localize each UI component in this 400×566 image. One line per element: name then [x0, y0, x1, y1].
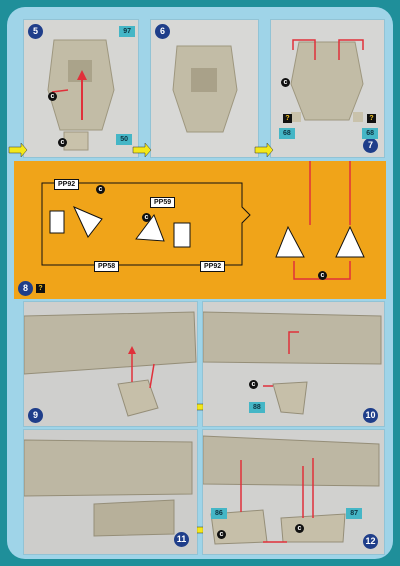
- part-illustration: [24, 439, 193, 537]
- part-illustration: [203, 311, 382, 415]
- photo-step-5: 5 97 50 c c: [24, 20, 138, 157]
- glue-icon: c: [249, 380, 258, 389]
- question-mark-icon: ?: [36, 284, 45, 293]
- glue-icon: c: [295, 524, 304, 533]
- photo-step-11: 11: [24, 430, 197, 554]
- callout-label: PP59: [150, 197, 176, 208]
- part-number-badge: 50: [116, 134, 132, 145]
- part-number-badge: 68: [279, 128, 295, 139]
- question-mark-icon: ?: [367, 114, 376, 123]
- glue-icon: c: [48, 92, 57, 101]
- part-number-badge: 68: [362, 128, 378, 139]
- callout-label: PP58: [94, 261, 120, 272]
- subassembly-panel: PP92 PP59 PP58 PP92 8 ? c c c: [14, 161, 386, 299]
- part-illustration: [290, 39, 364, 122]
- part-illustration: [47, 39, 115, 151]
- step-number: 6: [155, 24, 170, 39]
- glue-icon: c: [281, 78, 290, 87]
- part-number-badge: 86: [211, 508, 227, 519]
- glue-icon: c: [96, 185, 105, 194]
- glue-icon: c: [318, 271, 327, 280]
- photo-step-6: 6: [151, 20, 258, 157]
- step-number: 9: [28, 408, 43, 423]
- instruction-sheet: 5 97 50 c c 6 7 ? ? 68 68 c: [7, 7, 393, 559]
- glue-icon: c: [58, 138, 67, 147]
- step-number: 12: [363, 534, 378, 549]
- step-number: 10: [363, 408, 378, 423]
- subassembly-diagram: [41, 161, 365, 280]
- step-number: 11: [174, 532, 189, 547]
- photo-step-9: 9: [24, 302, 197, 426]
- part-illustration: [24, 311, 197, 417]
- question-mark-icon: ?: [283, 114, 292, 123]
- photo-step-12: 12 86 87 c c: [203, 430, 384, 554]
- glue-icon: c: [142, 213, 151, 222]
- photo-step-7: 7 ? ? 68 68 c: [271, 20, 384, 157]
- part-number-badge: 88: [249, 402, 265, 413]
- photo-step-10: 10 88 c: [203, 302, 384, 426]
- part-illustration: [203, 435, 380, 545]
- part-number-badge: 97: [119, 26, 135, 37]
- part-number-badge: 87: [346, 508, 362, 519]
- glue-icon: c: [217, 530, 226, 539]
- callout-label: PP92: [54, 179, 80, 190]
- callout-label: PP92: [200, 261, 226, 272]
- part-illustration: [172, 45, 238, 133]
- step-number: 5: [28, 24, 43, 39]
- step-number: 7: [363, 138, 378, 153]
- step-number: 8: [18, 281, 33, 296]
